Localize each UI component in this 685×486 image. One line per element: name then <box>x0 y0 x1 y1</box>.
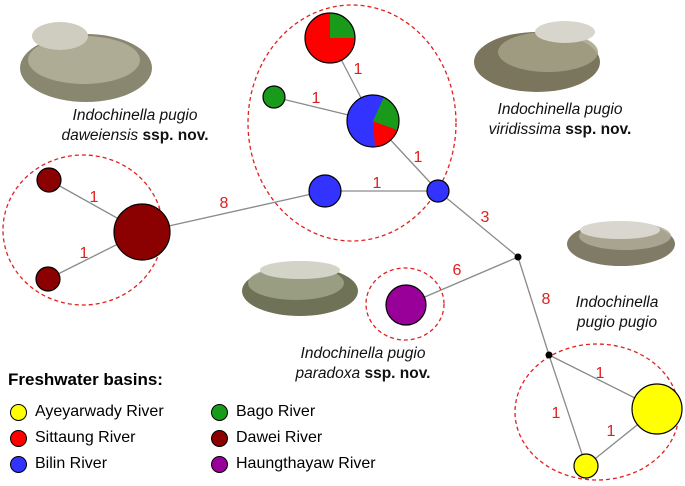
legend-item-dawei: Dawei River <box>211 427 322 449</box>
median-vector-node <box>545 351 553 359</box>
shell-image-viridissima <box>474 21 600 92</box>
legend-label: Dawei River <box>236 429 323 446</box>
haplotype-node-bilin-sittaung-bago <box>346 94 400 148</box>
edge-label: 1 <box>596 365 605 382</box>
legend-item-ayeyarwady: Ayeyarwady River <box>10 401 164 423</box>
edge-bilin-node <box>437 190 519 258</box>
haplotype-node-dawei-small-bottom <box>35 266 61 292</box>
edge-node-yellow-small <box>548 354 587 467</box>
edge-label: 6 <box>453 262 462 279</box>
haplotype-node-haungthayaw <box>385 284 427 326</box>
shell-image-pugio <box>567 221 675 266</box>
edge-label: 1 <box>607 423 616 440</box>
legend-swatch <box>10 455 27 473</box>
legend-swatch <box>211 403 228 421</box>
legend-swatch <box>10 429 27 447</box>
haplotype-node-dawei-large <box>113 203 171 261</box>
haplotype-node-bilin-left <box>308 174 342 208</box>
taxon-label-viridissima: Indochinella pugio viridissima ssp. nov. <box>488 101 632 138</box>
edge-label: 1 <box>354 61 363 78</box>
legend-label: Sittaung River <box>35 429 136 446</box>
legend-title: Freshwater basins: <box>8 370 163 389</box>
taxon-label-pugio: Indochinella pugio pugio <box>575 294 659 331</box>
edge-label: 8 <box>220 195 229 212</box>
edge-dawei-bilin <box>141 190 326 233</box>
group-outline-viridissima <box>247 4 457 242</box>
edge-label: 8 <box>542 291 551 308</box>
edge-label: 1 <box>312 90 321 107</box>
shell-image-paradoxa <box>242 261 358 316</box>
edge-label: 1 <box>373 175 382 192</box>
legend-swatch <box>211 455 228 473</box>
edge-label: 1 <box>90 189 99 206</box>
haplotype-node-sittaung-bago <box>304 12 356 64</box>
edge-label: 1 <box>80 245 89 262</box>
legend-item-sittaung: Sittaung River <box>10 427 136 449</box>
shell-image-daweiensis <box>20 22 152 102</box>
edge-node-node <box>517 256 550 356</box>
legend-label: Ayeyarwady River <box>35 403 164 420</box>
taxon-label-paradoxa: Indochinella pugio paradoxa ssp. nov. <box>295 345 431 382</box>
legend-label: Bago River <box>236 403 316 420</box>
legend-item-bago: Bago River <box>211 401 315 423</box>
median-vector-node <box>514 253 522 261</box>
legend-label: Haungthayaw River <box>236 455 376 472</box>
taxon-label-daweiensis: Indochinella pugio daweiensis ssp. nov. <box>61 107 209 144</box>
haplotype-node-bago-small <box>262 85 286 109</box>
haplotype-node-bilin-right <box>426 179 450 203</box>
haplotype-node-ayeyarwady-small <box>573 453 599 479</box>
legend-swatch <box>10 403 27 421</box>
legend-item-bilin: Bilin River <box>10 453 107 475</box>
edge-label: 1 <box>552 405 561 422</box>
legend-swatch <box>211 429 228 447</box>
legend-item-haungthayaw: Haungthayaw River <box>211 453 376 475</box>
edge-label: 3 <box>481 209 490 226</box>
haplotype-node-dawei-small-top <box>36 167 62 193</box>
group-outline-paradoxa <box>365 267 445 341</box>
edge-label: 1 <box>414 149 423 166</box>
haplotype-node-ayeyarwady-large <box>631 383 683 435</box>
legend-label: Bilin River <box>35 455 108 472</box>
